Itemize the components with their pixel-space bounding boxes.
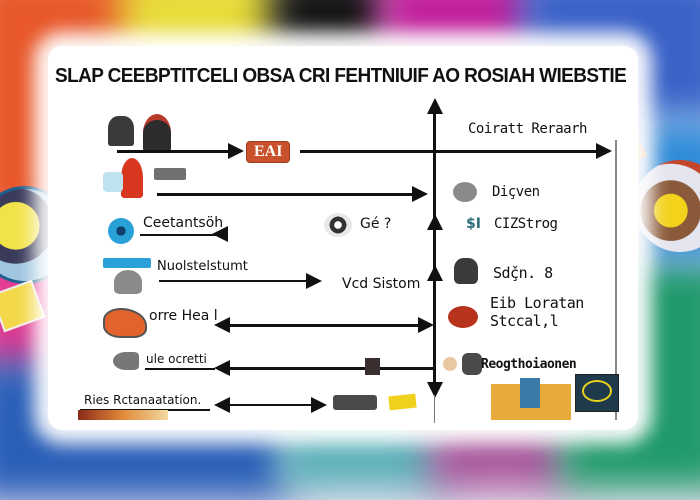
folder-icon	[520, 378, 540, 408]
left-label: Nuolstelstumt	[157, 259, 248, 274]
arrow-left-icon	[212, 226, 228, 242]
coin-icon	[443, 357, 457, 371]
tape-icon	[113, 352, 139, 370]
arrow-left-icon	[214, 360, 230, 376]
arrow-line	[117, 150, 231, 153]
ticket-icon	[388, 393, 417, 411]
arrow-line	[230, 367, 435, 370]
arrow-right-icon	[228, 143, 244, 159]
red-bowl-icon	[448, 306, 478, 328]
red-tag-icon	[121, 158, 143, 198]
eai-badge[interactable]: EAI	[246, 141, 291, 163]
arrow-line	[230, 324, 420, 327]
globe-sketch-icon	[582, 380, 612, 402]
arrow-right-icon	[596, 143, 612, 159]
arrow-right-icon	[311, 397, 327, 413]
arrow-left-icon	[214, 397, 230, 413]
diagram-title: SLAP CEEBPTITCELI OBSA CRI FEHTNIUIF AO …	[55, 65, 627, 88]
right-border-line	[615, 140, 617, 420]
axis-lower-line	[434, 395, 435, 423]
office-illustration-right	[634, 160, 700, 252]
arrow-line	[300, 150, 597, 153]
dollar-icon: $I	[466, 216, 481, 232]
arrow-line	[157, 193, 415, 196]
robot-icon	[462, 353, 482, 375]
person-icon	[143, 114, 171, 152]
camera-lens-icon	[108, 218, 134, 244]
right-label: CIZStrog	[494, 216, 558, 232]
axis-down-arrow-icon	[427, 382, 443, 398]
orange-device-icon	[103, 308, 147, 338]
color-gradient-bar	[78, 410, 168, 420]
arrow-line	[228, 404, 314, 406]
eye-icon	[324, 213, 352, 237]
right-label: Sdç̌n. 8	[493, 264, 553, 282]
middle-label: Vcd Sistom	[342, 276, 421, 292]
tray-icon	[103, 172, 123, 192]
arrow-right-icon	[412, 186, 428, 202]
left-label: Ceetantsöh	[143, 215, 224, 231]
bag-icon	[454, 258, 478, 284]
axis-up-arrow-icon	[427, 98, 443, 114]
underline	[140, 234, 220, 236]
underline	[80, 409, 210, 411]
keyboard-icon	[333, 395, 377, 410]
left-label: ule ocretti	[146, 352, 207, 366]
right-label: Diçven	[492, 184, 540, 200]
arrow-up-icon	[427, 265, 443, 281]
tool-icon	[103, 258, 151, 268]
gray-tag-icon	[154, 168, 186, 180]
vertical-axis	[433, 112, 436, 390]
globe-icon	[453, 182, 477, 202]
whiteboard	[48, 46, 638, 430]
arrow-left-icon	[214, 317, 230, 333]
chip-icon	[365, 358, 380, 375]
top-right-label: Coiratt Reraarh	[468, 121, 587, 137]
people-icon	[108, 116, 134, 146]
right-label: Eib Loratan	[490, 294, 584, 312]
left-label: Ries Rctanaatation.	[84, 393, 202, 407]
right-label: Stccal,l	[490, 312, 559, 330]
underline	[145, 368, 215, 370]
arrow-right-icon	[418, 317, 434, 333]
brush-icon	[114, 270, 142, 294]
right-label: Reogthoiaonen	[481, 357, 577, 372]
arrow-right-icon	[306, 273, 322, 289]
arrow-up-icon	[427, 214, 443, 230]
middle-label: Gé ?	[360, 216, 392, 232]
arrow-line	[159, 280, 309, 282]
left-label: orre Hea l	[149, 308, 218, 324]
